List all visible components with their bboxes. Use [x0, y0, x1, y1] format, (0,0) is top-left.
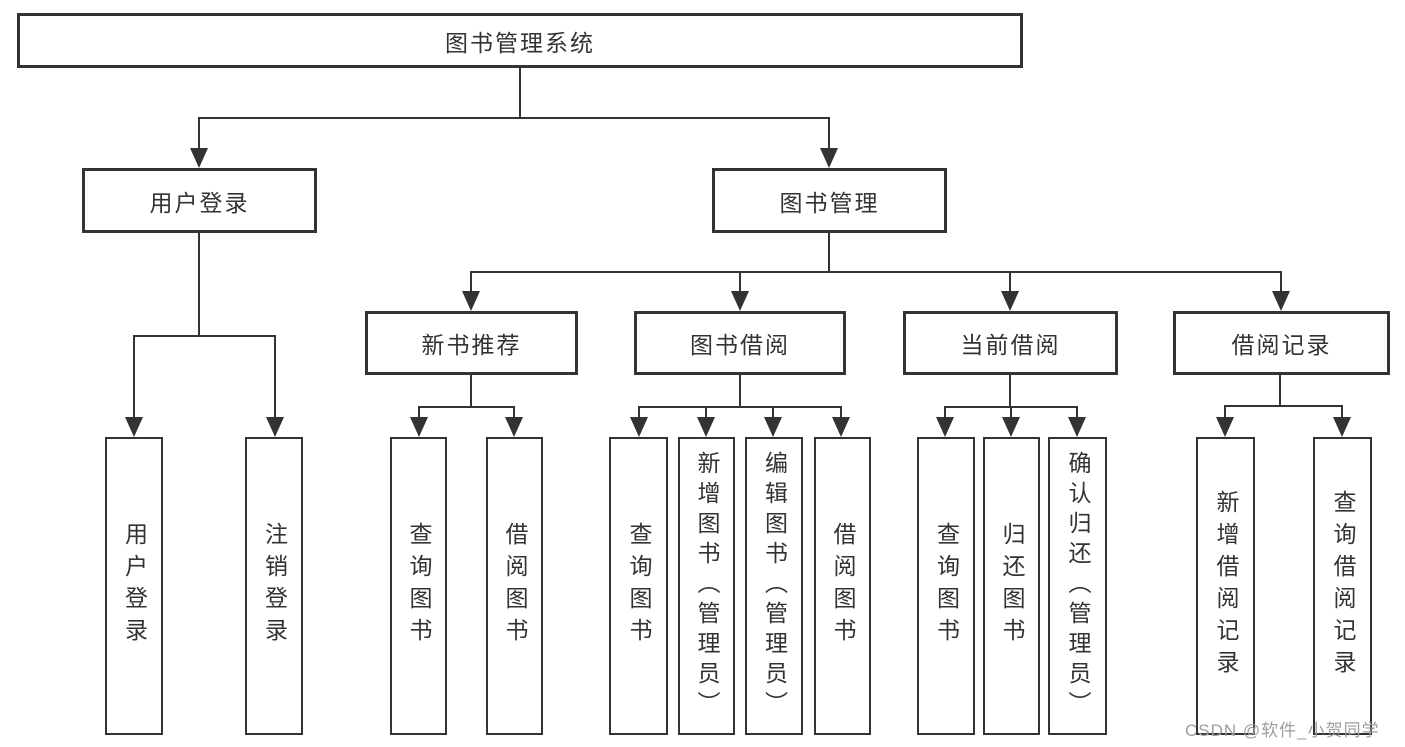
connector-root-stem: [519, 68, 521, 117]
arrow-to-leaf-c3: [764, 417, 782, 437]
connector-user-login-rail: [133, 335, 276, 337]
node-book-management: 图书管理: [712, 168, 947, 233]
leaf-borrow-books-recommend-label: 借阅图书: [502, 522, 528, 650]
connector-borrow-record-drop-1: [1224, 405, 1226, 419]
node-current-borrow-label: 当前借阅: [960, 332, 1061, 358]
leaf-add-borrow-record: 新增借阅记录: [1196, 437, 1255, 735]
connector-book-mgmt-stem: [828, 233, 830, 271]
connector-root-drop-left: [198, 117, 200, 150]
connector-borrow-record-stem: [1279, 375, 1281, 405]
node-book-borrow-label: 图书借阅: [690, 332, 790, 358]
leaf-edit-book-admin: 编辑图书（管理员）: [745, 437, 803, 735]
node-book-borrow: 图书借阅: [634, 311, 846, 375]
arrow-to-leaf-d3: [1068, 417, 1086, 437]
connector-new-book-drop-2: [513, 406, 515, 419]
node-borrow-record-label: 借阅记录: [1231, 332, 1332, 358]
connector-current-borrow-drop-1: [944, 406, 946, 419]
leaf-query-borrow-record: 查询借阅记录: [1313, 437, 1372, 735]
connector-book-mgmt-rail: [470, 271, 1281, 273]
leaf-user-login-label: 用户登录: [121, 522, 148, 650]
arrow-to-leaf-b1: [410, 417, 428, 437]
connector-drop-current-borrow: [1009, 271, 1011, 292]
arrow-to-leaf-b2: [505, 417, 523, 437]
node-root: 图书管理系统: [17, 13, 1023, 68]
connector-drop-book-borrow: [739, 271, 741, 292]
node-user-login: 用户登录: [82, 168, 317, 233]
leaf-query-borrow-record-label: 查询借阅记录: [1330, 490, 1356, 682]
connector-borrow-record-rail: [1224, 405, 1342, 407]
leaf-user-login: 用户登录: [105, 437, 163, 735]
connector-book-borrow-drop-4: [840, 406, 842, 419]
arrow-to-borrow-record: [1272, 291, 1290, 311]
leaf-confirm-return-admin: 确认归还（管理员）: [1048, 437, 1107, 735]
arrow-to-book-borrow: [731, 291, 749, 311]
arrow-to-leaf-e1: [1216, 417, 1234, 437]
connector-drop-borrow-record: [1280, 271, 1282, 292]
leaf-add-book-admin: 新增图书（管理员）: [678, 437, 735, 735]
leaf-query-books-borrow-label: 查询图书: [626, 522, 652, 650]
arrow-to-current-borrow: [1001, 291, 1019, 311]
arrow-to-leaf-c4: [832, 417, 850, 437]
arrow-to-leaf-logout: [266, 417, 284, 437]
connector-book-borrow-drop-2: [705, 406, 707, 419]
node-new-book-recommend: 新书推荐: [365, 311, 578, 375]
arrow-to-leaf-d1: [936, 417, 954, 437]
connector-book-borrow-drop-1: [638, 406, 640, 419]
connector-user-login-drop-left: [133, 335, 135, 417]
csdn-watermark: CSDN @软件_小贺同学: [1185, 721, 1380, 740]
leaf-confirm-return-admin-label: 确认归还（管理员）: [1065, 451, 1091, 721]
node-user-login-label: 用户登录: [149, 189, 250, 216]
arrow-to-leaf-user-login: [125, 417, 143, 437]
connector-book-borrow-rail: [638, 406, 842, 408]
leaf-query-books-borrow: 查询图书: [609, 437, 668, 735]
connector-current-borrow-stem: [1009, 375, 1011, 406]
connector-user-login-drop-right: [274, 335, 276, 417]
connector-current-borrow-drop-3: [1076, 406, 1078, 419]
connector-current-borrow-drop-2: [1010, 406, 1012, 419]
connector-user-login-stem: [198, 233, 200, 335]
connector-new-book-rail: [418, 406, 515, 408]
leaf-borrow-books: 借阅图书: [814, 437, 871, 735]
arrow-to-leaf-e2: [1333, 417, 1351, 437]
connector-drop-new-book: [470, 271, 472, 292]
connector-book-borrow-drop-3: [772, 406, 774, 419]
node-new-book-recommend-label: 新书推荐: [421, 332, 522, 358]
node-book-management-label: 图书管理: [779, 189, 880, 216]
arrow-to-leaf-d2: [1002, 417, 1020, 437]
arrow-to-leaf-c1: [630, 417, 648, 437]
connector-book-borrow-stem: [739, 375, 741, 406]
node-current-borrow: 当前借阅: [903, 311, 1118, 375]
leaf-query-books-recommend: 查询图书: [390, 437, 447, 735]
leaf-return-books: 归还图书: [983, 437, 1040, 735]
leaf-logout-label: 注销登录: [261, 522, 288, 650]
arrow-to-leaf-c2: [697, 417, 715, 437]
leaf-query-books-current-label: 查询图书: [933, 522, 960, 650]
leaf-add-borrow-record-label: 新增借阅记录: [1213, 490, 1239, 682]
connector-new-book-stem: [470, 375, 472, 406]
leaf-add-book-admin-label: 新增图书（管理员）: [694, 451, 720, 721]
leaf-logout: 注销登录: [245, 437, 303, 735]
node-root-label: 图书管理系统: [445, 29, 595, 56]
arrow-to-book-management: [820, 148, 838, 168]
leaf-borrow-books-label: 借阅图书: [830, 522, 856, 650]
leaf-query-books-recommend-label: 查询图书: [406, 522, 432, 650]
leaf-edit-book-admin-label: 编辑图书（管理员）: [761, 451, 788, 721]
connector-root-drop-right: [828, 117, 830, 150]
arrow-to-new-book-recommend: [462, 291, 480, 311]
connector-borrow-record-drop-2: [1341, 405, 1343, 419]
leaf-return-books-label: 归还图书: [999, 522, 1025, 650]
leaf-borrow-books-recommend: 借阅图书: [486, 437, 543, 735]
connector-root-rail: [198, 117, 830, 119]
arrow-to-user-login: [190, 148, 208, 168]
node-borrow-record: 借阅记录: [1173, 311, 1390, 375]
connector-new-book-drop-1: [418, 406, 420, 419]
leaf-query-books-current: 查询图书: [917, 437, 975, 735]
